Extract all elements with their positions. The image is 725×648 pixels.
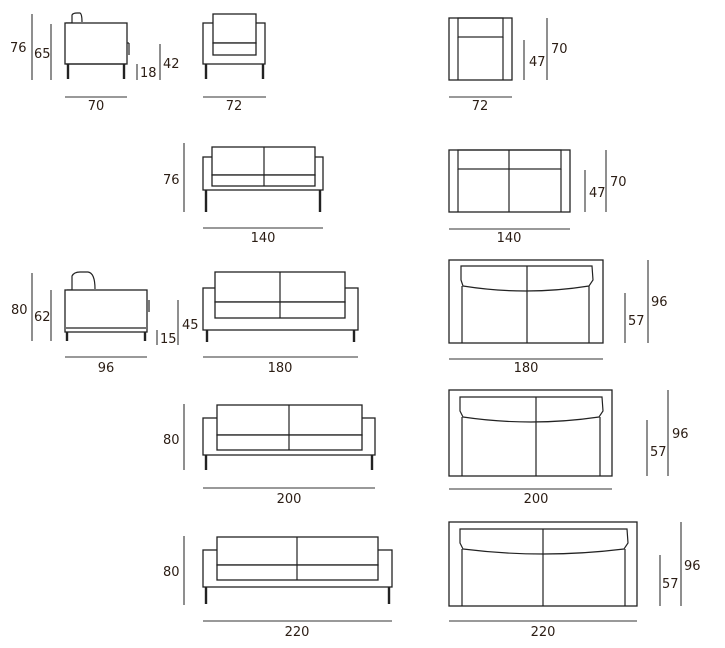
label-width: 72 (472, 99, 489, 114)
armchair-front-view: 72 (202, 13, 266, 114)
label-seat-depth: 57 (662, 577, 679, 592)
label-depth: 96 (98, 361, 115, 376)
label-seat-depth: 57 (628, 314, 645, 329)
seat-cushion (212, 42, 257, 56)
label-width: 220 (285, 625, 310, 640)
outline-shape (448, 17, 513, 81)
label-depth: 70 (610, 175, 627, 190)
outline-shape (459, 396, 604, 423)
label-height-total: 80 (11, 303, 28, 318)
sofa-200-top-view: 57 96 200 (448, 389, 689, 507)
label-height-back: 65 (34, 47, 51, 62)
label-seat-depth: 47 (529, 55, 546, 70)
label-height: 80 (163, 433, 180, 448)
headrest-shape (66, 12, 83, 24)
sofa-180-top-view: 57 96 180 (448, 259, 668, 376)
label-height-total: 76 (10, 41, 27, 56)
label-seat-height: 42 (163, 57, 180, 72)
label-leg-height: 18 (140, 66, 157, 81)
armchair-side-view: 76 65 18 42 70 (10, 12, 180, 114)
label-width: 72 (226, 99, 243, 114)
label-width: 220 (531, 625, 556, 640)
label-depth: 70 (551, 42, 568, 57)
label-seat-depth: 57 (650, 445, 667, 460)
sofa-140-front-view: 76 140 (163, 143, 324, 246)
label-width: 180 (268, 361, 293, 376)
sofa-180-side-view: 80 62 15 45 96 (11, 271, 199, 376)
label-width: 180 (514, 361, 539, 376)
armchair-top-view: 47 70 72 (448, 17, 568, 114)
label-leg-height: 15 (160, 332, 177, 347)
label-width: 200 (524, 492, 549, 507)
outline-shape (459, 528, 629, 555)
label-height: 76 (163, 173, 180, 188)
sofa-140-top-view: 47 70 140 (448, 149, 627, 246)
label-depth: 96 (684, 559, 701, 574)
sofa-220-top-view: 57 96 220 (448, 521, 701, 640)
label-seat-depth: 47 (589, 186, 606, 201)
label-height: 80 (163, 565, 180, 580)
label-width: 200 (277, 492, 302, 507)
outline-shape (64, 289, 148, 333)
outline-shape (448, 389, 613, 477)
outline-shape (457, 17, 504, 38)
label-height-back: 62 (34, 310, 51, 325)
sofa-180-front-view: 180 (202, 271, 359, 376)
outline-shape (448, 259, 604, 344)
back-cushion (212, 13, 257, 44)
label-seat-height: 45 (182, 318, 199, 333)
sofa-200-front-view: 80 200 (163, 404, 376, 507)
headrest-shape (67, 271, 96, 291)
label-depth: 96 (672, 427, 689, 442)
label-width: 140 (251, 231, 276, 246)
label-depth: 96 (651, 295, 668, 310)
label-width: 140 (497, 231, 522, 246)
label-depth: 70 (88, 99, 105, 114)
armchair-side-body (64, 22, 128, 65)
sofa-220-front-view: 80 220 (163, 536, 393, 640)
